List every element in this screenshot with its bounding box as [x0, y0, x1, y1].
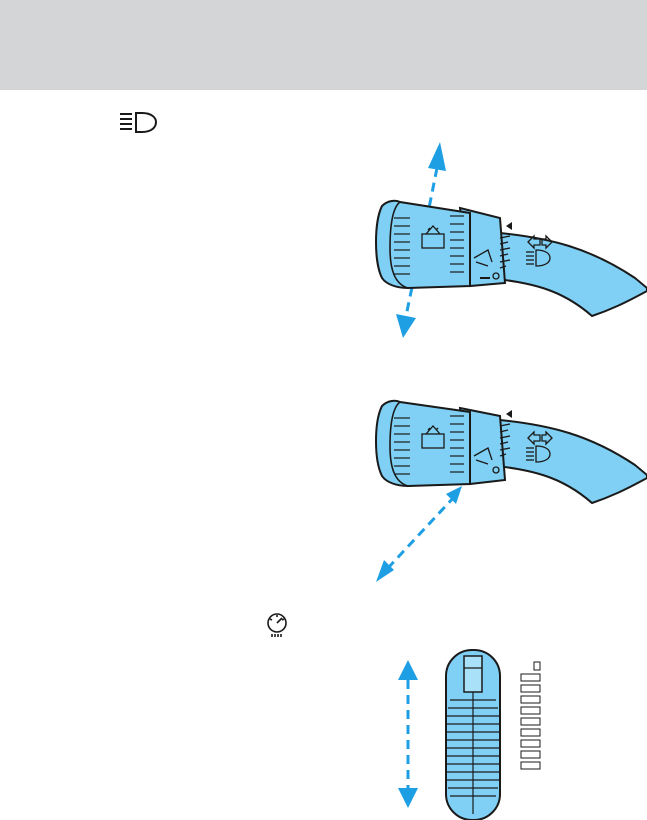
panel-dimmer-thumbwheel-figure [390, 648, 560, 820]
page-header-band [0, 0, 647, 90]
lever-stalk [376, 201, 647, 316]
instrument-panel-dimmer-icon [264, 612, 290, 638]
multifunction-lever-flash-to-pass-figure [360, 380, 647, 590]
dimmer-scale-icon [521, 662, 540, 769]
lever-stalk [376, 401, 647, 503]
high-beam-icon [118, 110, 160, 136]
multifunction-lever-high-beam-figure [360, 138, 647, 343]
pull-arrow [376, 486, 462, 582]
roll-arrow [398, 660, 418, 808]
dimmer-thumbwheel [446, 650, 500, 820]
